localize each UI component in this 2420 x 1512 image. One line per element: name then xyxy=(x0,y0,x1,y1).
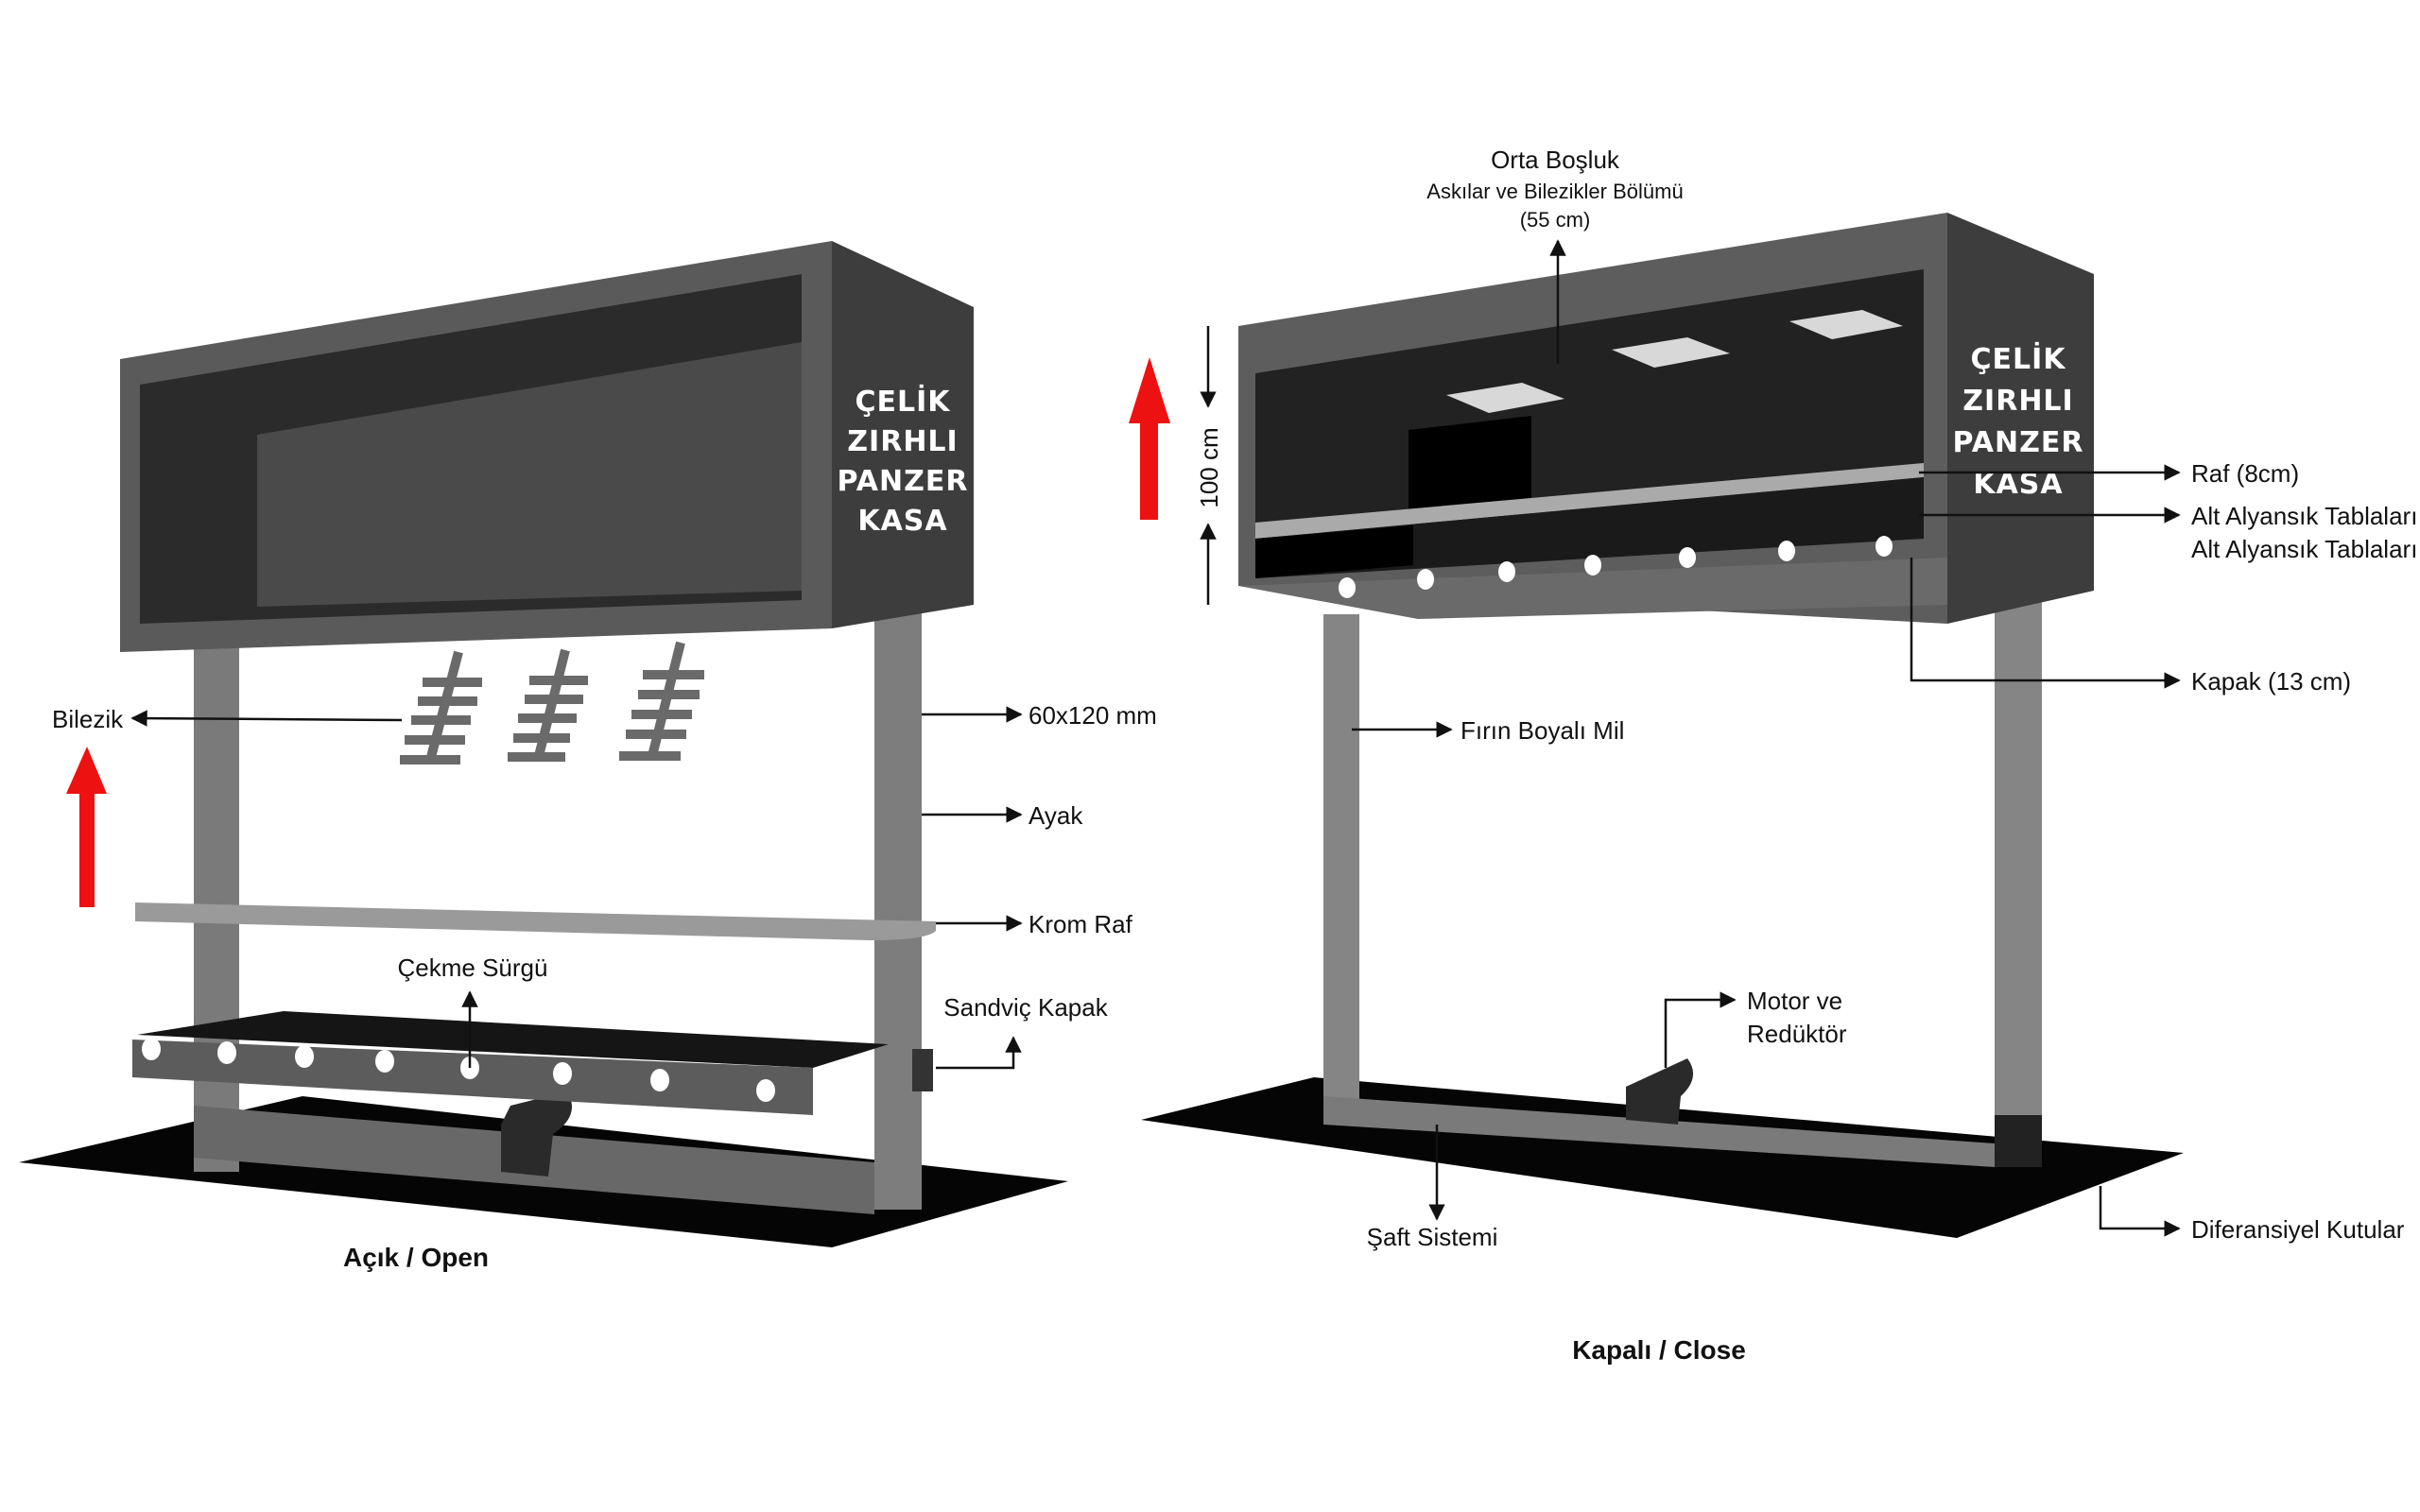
label-bilezik: Bilezik xyxy=(52,705,124,733)
cabinet-side xyxy=(832,241,974,628)
cabinet-side xyxy=(1947,213,2094,624)
label-motor-1: Motor ve xyxy=(1747,987,1842,1015)
cover-light xyxy=(1417,569,1434,590)
label-rail-system: Şaft Sistemi xyxy=(1367,1223,1498,1251)
base-bar xyxy=(1323,1096,1995,1167)
drawer-tray-top xyxy=(137,1011,889,1068)
red-up-arrow xyxy=(66,747,107,907)
label-middle-space: Orta Boşluk xyxy=(1491,146,1620,174)
tray-light xyxy=(650,1069,669,1091)
dimension-label: 100 cm xyxy=(1195,427,1223,507)
cover-light xyxy=(1584,555,1601,576)
vent xyxy=(1789,310,1903,339)
leader-bilezik xyxy=(130,710,403,727)
bracelet-hangers xyxy=(400,641,704,765)
cabinet-bottom-lip xyxy=(1238,558,1947,619)
label-middle-space-size: (55 cm) xyxy=(1520,208,1591,232)
tray-light xyxy=(217,1041,236,1064)
brand-line: ÇELİK xyxy=(855,385,951,419)
label-motor-2: Redüktör xyxy=(1747,1020,1847,1048)
brand-line: ÇELİK xyxy=(1970,342,2066,376)
closed-view: ÇELİK ZIRHLI PANZER KASA 100 cm Orta Boş… xyxy=(1129,146,2417,1365)
tray-lights xyxy=(142,1038,775,1102)
vent xyxy=(1446,383,1564,413)
label-drawer-rail: Çekme Sürgü xyxy=(398,954,548,982)
cover-light xyxy=(1778,541,1795,561)
label-sandwich-cover: Sandviç Kapak xyxy=(943,993,1108,1022)
label-chrome-shelf: Krom Raf xyxy=(1028,910,1133,938)
brand-text-closed: ÇELİK ZIRHLI PANZER KASA xyxy=(1953,342,2084,501)
label-support-2: Alt Alyansık Tablaları xyxy=(2191,535,2417,563)
inner-lower-dark xyxy=(1255,525,1413,578)
label-profile: 60x120 mm xyxy=(1028,701,1157,730)
leg-left xyxy=(1323,614,1359,1115)
label-diff: Diferansiyel Kutular xyxy=(2191,1215,2405,1244)
cover-light xyxy=(1679,547,1696,568)
cover-light xyxy=(1339,577,1356,598)
chrome-shelf xyxy=(135,902,936,940)
label-shelf: Raf (8cm) xyxy=(2191,459,2299,488)
brand-line: PANZER xyxy=(838,465,969,498)
leg-foot xyxy=(1995,1115,2042,1167)
caption-closed: Kapalı / Close xyxy=(1572,1335,1746,1365)
label-paint: Fırın Boyalı Mil xyxy=(1461,716,1624,745)
caption-open: Açık / Open xyxy=(343,1243,489,1272)
leg-right xyxy=(1995,586,2042,1162)
leader-cover xyxy=(1910,558,2181,689)
hanger xyxy=(619,641,704,761)
label-middle-space-sub: Askılar ve Bilezikler Bölümü xyxy=(1426,180,1683,203)
brand-text-open: ÇELİK ZIRHLI PANZER KASA xyxy=(838,385,969,538)
ceiling-vents xyxy=(1446,310,1903,413)
hanger xyxy=(508,648,588,762)
brand-line: ZIRHLI xyxy=(1962,385,2073,418)
tray-light xyxy=(375,1050,394,1073)
vent xyxy=(1612,337,1730,368)
tray-light xyxy=(553,1062,572,1085)
inner-dark-panel xyxy=(1409,416,1531,524)
cabinet-opening-lower xyxy=(1255,477,1924,578)
tray-light xyxy=(142,1038,161,1060)
hanger xyxy=(400,650,482,765)
label-leg: Ayak xyxy=(1028,801,1083,830)
cover-light xyxy=(1876,536,1893,557)
tray-light xyxy=(756,1079,775,1102)
open-view: ÇELİK ZIRHLI PANZER KASA Bilezik 60x120 … xyxy=(19,241,1157,1272)
motor-block xyxy=(501,1091,572,1177)
leader-motor xyxy=(1664,991,1737,1068)
motor-block xyxy=(1626,1058,1694,1125)
leader-diff xyxy=(2099,1186,2181,1237)
brand-line: KASA xyxy=(857,505,947,538)
brand-line: PANZER xyxy=(1953,426,2084,459)
red-up-arrow xyxy=(1129,357,1170,520)
cover-light xyxy=(1498,561,1515,582)
label-support-1: Alt Alyansık Tablaları xyxy=(2191,502,2417,530)
label-cover: Kapak (13 cm) xyxy=(2191,667,2351,696)
brand-line: ZIRHLI xyxy=(847,425,958,458)
cabinet-back-wall xyxy=(257,342,802,607)
cover-lights xyxy=(1339,536,1893,598)
tray-light xyxy=(295,1045,314,1068)
inner-shelf xyxy=(1255,463,1924,539)
drawer-end-block xyxy=(912,1049,933,1091)
leader-sandwich-cover xyxy=(936,1036,1022,1070)
leg-right xyxy=(874,605,922,1210)
